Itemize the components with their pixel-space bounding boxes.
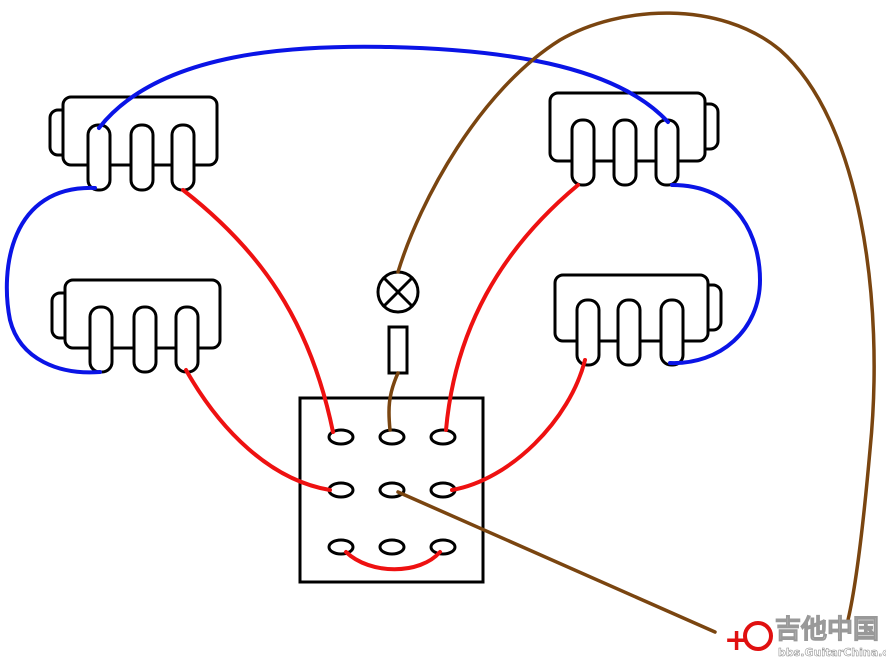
red-wires (181, 183, 587, 572)
svg-text:吉他中国: 吉他中国 (775, 615, 879, 645)
resistor (387, 325, 409, 375)
pickup-top-left (48, 95, 219, 192)
svg-text:bbs.GuitarChina.com: bbs.GuitarChina.com (778, 646, 886, 659)
brown-wires (387, 11, 876, 634)
pickup-bottom-right (553, 273, 723, 367)
pickup-top-right (548, 91, 720, 187)
guitarchina-watermark-logo: + 吉他中国 bbs.GuitarChina.com (724, 615, 886, 660)
pickup-bottom-left (50, 278, 222, 374)
blue-wires (4, 44, 763, 375)
indicator-lamp (376, 270, 420, 314)
